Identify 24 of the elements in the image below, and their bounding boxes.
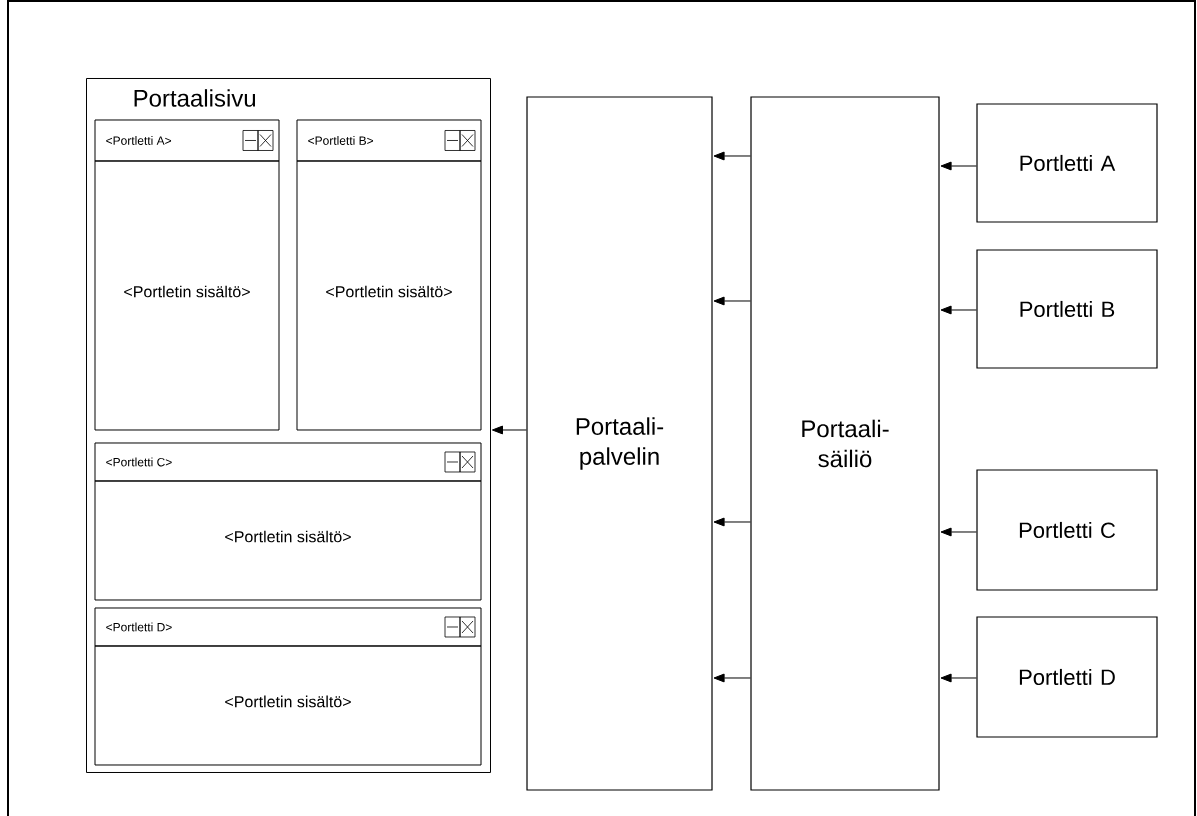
portlet-content: <Portletin sisältö> [94,480,482,601]
page-title: Portaalisivu [134,89,256,107]
portlet-header: <Portletti C> [94,442,482,482]
arrow [491,425,527,435]
server-box: Portaali- säiliö [750,96,940,791]
portlet-content: <Portletin sisältö> [296,160,482,431]
arrow [940,673,977,683]
portlet-content: <Portletin sisältö> [94,645,482,766]
portlet-box: Portletti B [976,249,1158,369]
portlet-header: <Portletti B> [296,119,482,162]
arrow [940,305,977,315]
portlet-box: Portletti D [976,616,1158,738]
arrow [713,673,751,683]
arrow [713,517,751,527]
portlet-box: Portletti A [976,103,1158,223]
arrow [940,527,977,537]
arrow [713,151,751,161]
portlet-header: <Portletti D> [94,607,482,647]
portlet-box: Portletti C [976,469,1158,591]
server-box: Portaali- palvelin [526,96,713,791]
arrow [940,161,977,171]
portlet-content: <Portletin sisältö> [94,160,280,431]
portlet-header: <Portletti A> [94,119,280,162]
arrow [713,296,751,306]
